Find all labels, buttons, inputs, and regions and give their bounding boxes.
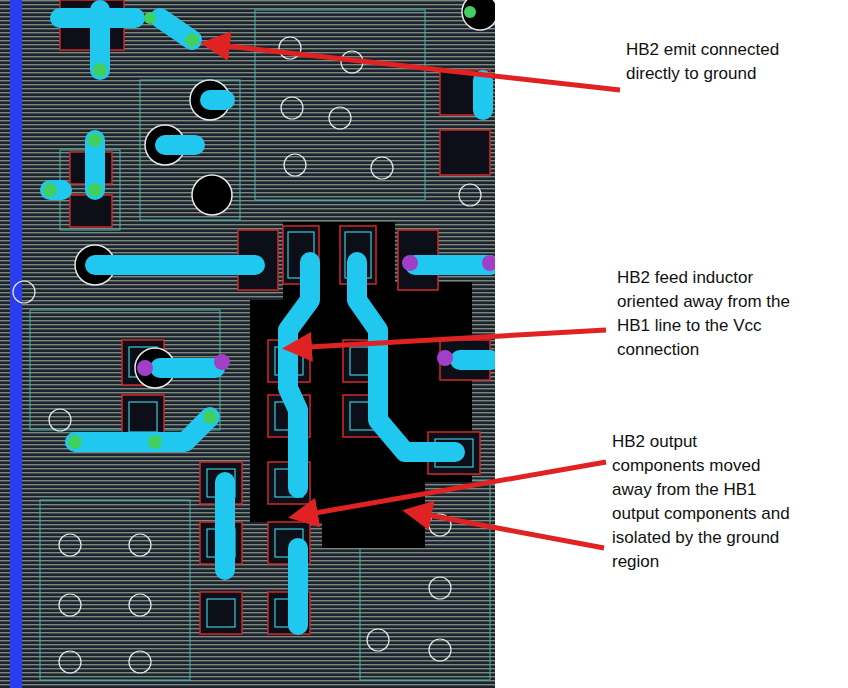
leader-arrow [298, 462, 606, 516]
leader-arrow [210, 44, 620, 90]
callout-text: HB2 output components moved away from th… [612, 430, 790, 574]
pcb-layout [0, 0, 500, 688]
callout-text: HB2 feed inductor oriented away from the… [617, 266, 797, 362]
leader-arrow [412, 512, 604, 548]
callout-text: HB2 emit connected directly to ground [626, 38, 836, 86]
leader-arrow [292, 330, 606, 348]
